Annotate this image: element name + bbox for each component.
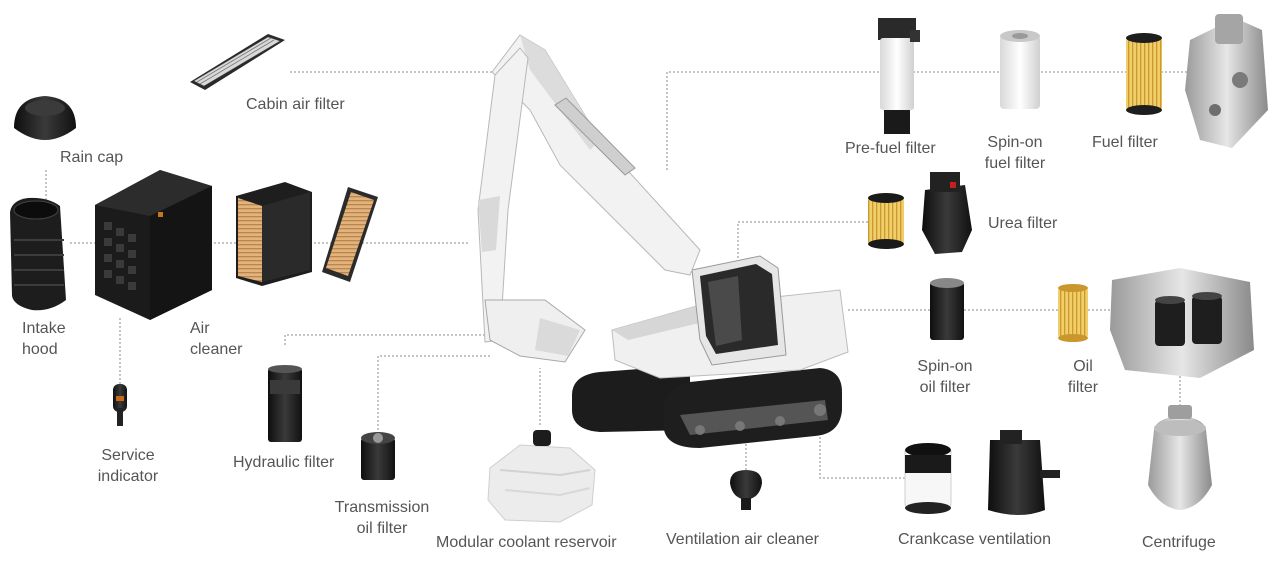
label-ventilation-air-cleaner: Ventilation air cleaner bbox=[666, 531, 819, 548]
label-service-indicator-line1: Service bbox=[101, 447, 155, 464]
label-spin-on-fuel-filter: Spin-on fuel filter bbox=[970, 132, 1060, 174]
ventilation-air-cleaner-image bbox=[730, 470, 762, 510]
label-cabin-air-filter: Cabin air filter bbox=[246, 96, 345, 113]
oil-filter-element-image bbox=[1058, 284, 1088, 342]
excavator-image bbox=[477, 34, 849, 448]
air-filter-element-image bbox=[236, 182, 312, 286]
label-service-indicator-line2: indicator bbox=[97, 468, 159, 485]
label-pre-fuel-filter: Pre-fuel filter bbox=[845, 140, 936, 157]
leader-hydraulic-filter bbox=[284, 334, 488, 345]
leader-transmission bbox=[377, 355, 492, 430]
label-urea-filter: Urea filter bbox=[988, 215, 1058, 232]
label-centrifuge: Centrifuge bbox=[1142, 534, 1216, 551]
spin-on-oil-filter-image bbox=[930, 278, 964, 340]
label-spin-on-oil-line1: Spin-on bbox=[917, 358, 973, 375]
label-transmission-line2: oil filter bbox=[356, 520, 408, 537]
coolant-reservoir-image bbox=[487, 430, 596, 523]
urea-filter-module-image bbox=[922, 172, 972, 254]
oil-filter-module-image bbox=[1110, 268, 1254, 378]
safety-filter-element-image bbox=[322, 187, 378, 282]
label-transmission-oil-filter: Transmission oil filter bbox=[322, 497, 442, 539]
transmission-oil-filter-image bbox=[361, 432, 395, 480]
label-air-cleaner-line2: cleaner bbox=[190, 341, 243, 358]
label-air-cleaner-line1: Air bbox=[190, 320, 210, 337]
label-transmission-line1: Transmission bbox=[334, 499, 430, 516]
label-hydraulic-filter: Hydraulic filter bbox=[233, 454, 335, 471]
label-oil-filter-line2: filter bbox=[1067, 379, 1099, 396]
cabin-air-filter-image bbox=[190, 34, 285, 90]
spin-on-fuel-filter-image bbox=[1000, 30, 1040, 109]
urea-filter-element-image bbox=[868, 193, 904, 249]
label-air-cleaner: Air cleaner bbox=[190, 318, 242, 360]
pre-fuel-filter-image bbox=[878, 18, 920, 134]
label-service-indicator: Service indicator bbox=[80, 445, 176, 487]
fuel-filter-element-image bbox=[1126, 33, 1162, 115]
label-intake-hood-line2: hood bbox=[22, 341, 58, 358]
service-indicator-image bbox=[113, 384, 127, 426]
label-rain-cap: Rain cap bbox=[60, 149, 124, 166]
label-crankcase-ventilation: Crankcase ventilation bbox=[898, 531, 1051, 548]
label-modular-coolant-reservoir: Modular coolant reservoir bbox=[436, 534, 617, 551]
crankcase-ventilation-image bbox=[904, 430, 1060, 515]
label-spin-on-fuel-line1: Spin-on bbox=[987, 134, 1043, 151]
hydraulic-filter-image bbox=[268, 365, 302, 442]
fuel-filter-module-image bbox=[1185, 14, 1268, 148]
label-spin-on-oil-line2: oil filter bbox=[919, 379, 971, 396]
label-intake-hood: Intake hood bbox=[22, 318, 66, 360]
label-oil-filter-line1: Oil bbox=[1073, 358, 1093, 375]
label-intake-hood-line1: Intake bbox=[22, 320, 66, 337]
leader-urea bbox=[737, 221, 868, 262]
label-spin-on-fuel-line2: fuel filter bbox=[984, 155, 1046, 172]
air-cleaner-housing-image bbox=[95, 170, 212, 320]
centrifuge-image bbox=[1148, 405, 1212, 510]
label-fuel-filter: Fuel filter bbox=[1092, 134, 1158, 151]
rain-cap-image bbox=[14, 96, 76, 140]
intake-hood-image bbox=[10, 197, 66, 311]
label-spin-on-oil-filter: Spin-on oil filter bbox=[900, 356, 990, 398]
label-oil-filter: Oil filter bbox=[1058, 356, 1108, 398]
